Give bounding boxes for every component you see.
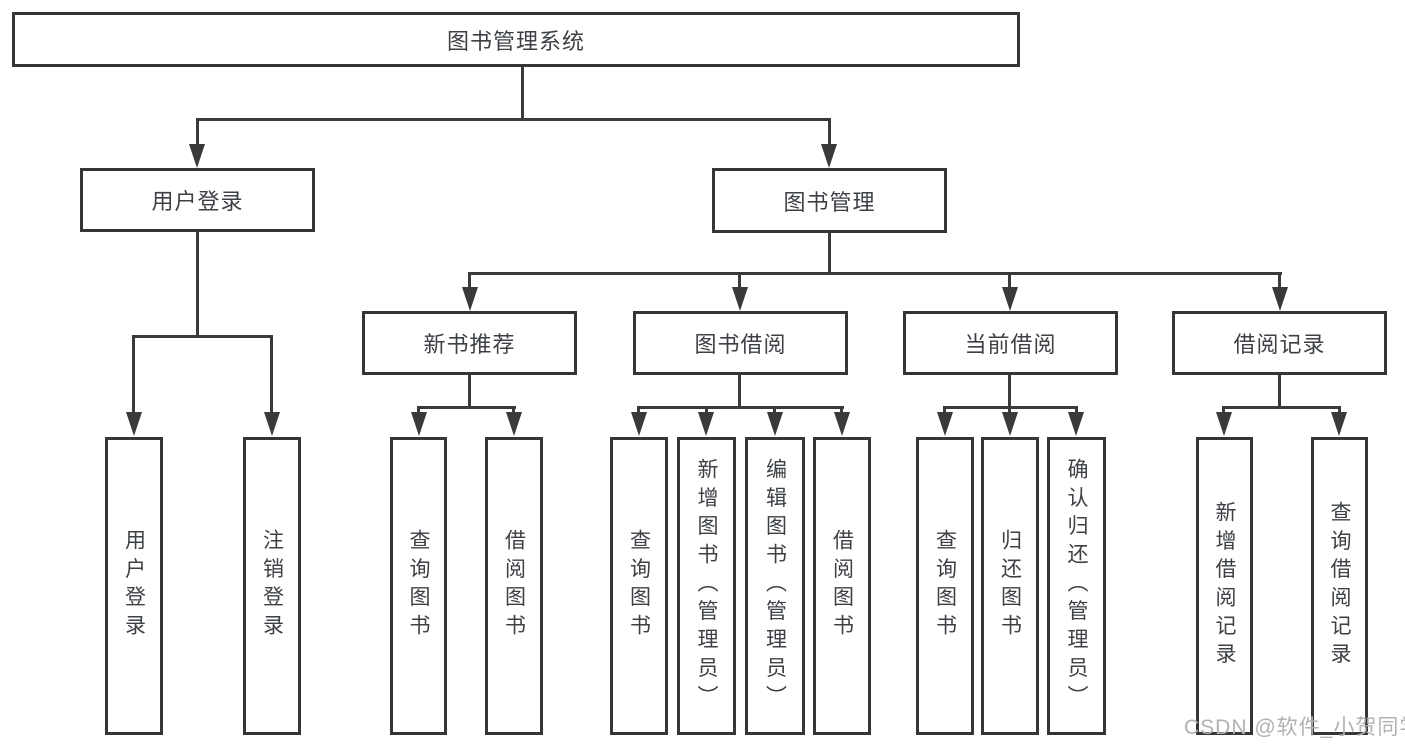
arrow-down-icon — [1272, 287, 1288, 311]
connector-line — [417, 406, 420, 415]
leaf-return-books: 归还图书 — [981, 437, 1039, 735]
arrow-down-icon — [937, 412, 953, 436]
connector-line — [637, 406, 640, 415]
arrow-down-icon — [1002, 287, 1018, 311]
connector-line — [943, 406, 946, 415]
connector-line — [1278, 375, 1281, 409]
connector-line — [521, 67, 524, 121]
arrow-down-icon — [506, 412, 522, 436]
connector-line — [828, 233, 831, 275]
connector-line — [512, 406, 515, 415]
connector-line — [417, 406, 516, 409]
connector-line — [1008, 406, 1011, 415]
arrow-down-icon — [126, 412, 142, 436]
arrow-down-icon — [1002, 412, 1018, 436]
leaf-logout: 注销登录 — [243, 437, 301, 735]
arrow-down-icon — [264, 412, 280, 436]
leaf-borrow-books-recommend: 借阅图书 — [485, 437, 543, 735]
connector-line — [468, 272, 1282, 275]
connector-line — [196, 232, 199, 338]
leaf-query-books-current: 查询图书 — [916, 437, 974, 735]
leaf-add-books-admin: 新增图书（管理员） — [677, 437, 736, 735]
arrow-down-icon — [631, 412, 647, 436]
arrow-down-icon — [732, 287, 748, 311]
leaf-borrow-books: 借阅图书 — [813, 437, 871, 735]
arrow-down-icon — [767, 412, 783, 436]
leaf-query-books-recommend: 查询图书 — [390, 437, 447, 735]
connector-line — [1222, 406, 1225, 415]
node-book-management: 图书管理 — [712, 168, 947, 233]
leaf-confirm-return-admin: 确认归还（管理员） — [1047, 437, 1106, 735]
connector-line — [1278, 272, 1281, 288]
node-current-borrowing: 当前借阅 — [903, 311, 1118, 375]
csdn-watermark: CSDN @软件_小贺同学 — [1184, 716, 1405, 739]
node-new-book-recommend: 新书推荐 — [362, 311, 577, 375]
arrow-down-icon — [462, 287, 478, 311]
arrow-down-icon — [1068, 412, 1084, 436]
node-book-borrowing: 图书借阅 — [633, 311, 848, 375]
connector-line — [270, 335, 273, 414]
connector-line — [1338, 406, 1341, 415]
arrow-down-icon — [1331, 412, 1347, 436]
leaf-query-books-borrowing: 查询图书 — [610, 437, 668, 735]
connector-line — [1008, 272, 1011, 288]
connector-line — [196, 118, 199, 146]
leaf-user-login: 用户登录 — [105, 437, 163, 735]
arrow-down-icon — [821, 144, 837, 168]
arrow-down-icon — [834, 412, 850, 436]
arrow-down-icon — [189, 144, 205, 168]
node-book-management-system: 图书管理系统 — [12, 12, 1020, 67]
arrow-down-icon — [698, 412, 714, 436]
connector-line — [773, 406, 776, 415]
connector-line — [1222, 406, 1341, 409]
connector-line — [828, 118, 831, 146]
connector-line — [132, 335, 273, 338]
connector-line — [468, 272, 471, 288]
connector-line — [132, 335, 135, 414]
leaf-edit-books-admin: 编辑图书（管理员） — [745, 437, 805, 735]
node-user-login: 用户登录 — [80, 168, 315, 232]
arrow-down-icon — [1216, 412, 1232, 436]
connector-line — [738, 272, 741, 288]
connector-line — [705, 406, 708, 415]
connector-line — [840, 406, 843, 415]
connector-line — [738, 375, 741, 409]
node-borrowing-records: 借阅记录 — [1172, 311, 1387, 375]
connector-line — [1008, 375, 1011, 409]
connector-line — [196, 118, 831, 121]
connector-line — [1075, 406, 1078, 415]
leaf-query-borrow-record: 查询借阅记录 — [1311, 437, 1368, 735]
leaf-add-borrow-record: 新增借阅记录 — [1196, 437, 1253, 735]
arrow-down-icon — [411, 412, 427, 436]
connector-line — [637, 406, 844, 409]
connector-line — [468, 375, 471, 409]
